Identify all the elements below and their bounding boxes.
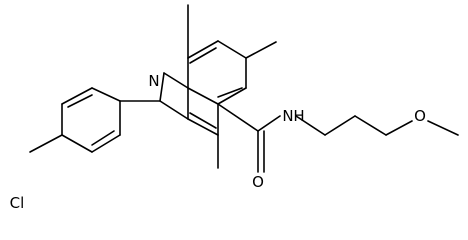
double-bond-line	[189, 47, 217, 64]
double-bond-line	[189, 112, 217, 129]
bond-line	[217, 40, 247, 59]
bond-line	[257, 115, 281, 132]
bond-line	[91, 87, 121, 102]
amide-nitrogen-label: N	[282, 107, 293, 125]
bond-line	[61, 87, 93, 105]
ring-nitrogen-label: N	[148, 72, 159, 90]
bond-line	[245, 41, 277, 59]
atom-label-layer: N N H O O Cl	[10, 72, 426, 212]
bond-line	[295, 115, 326, 136]
bond-layer	[29, 4, 459, 173]
bond-line	[61, 134, 93, 153]
bond-line	[29, 134, 63, 153]
bond-line	[163, 72, 189, 89]
chlorine-label: Cl	[10, 194, 25, 212]
bond-line	[159, 72, 165, 102]
bond-line	[91, 134, 121, 153]
bond-line	[159, 100, 189, 120]
double-bond-line	[91, 130, 115, 146]
bond-line	[217, 87, 247, 105]
double-bond-line	[217, 87, 243, 98]
double-bond-line	[67, 94, 93, 108]
bond-line	[385, 120, 413, 136]
carbonyl-oxygen-label: O	[252, 173, 264, 191]
molecule-structure: N N H O O Cl	[10, 4, 459, 212]
ether-oxygen-label: O	[414, 107, 426, 125]
bond-line	[324, 115, 356, 136]
bond-line	[187, 118, 219, 136]
structure-canvas: N N H O O Cl	[9, 4, 459, 212]
bond-line	[427, 120, 459, 136]
bond-line	[187, 40, 219, 59]
amide-hydrogen-label: H	[293, 107, 304, 125]
bond-line	[217, 103, 259, 132]
bond-line	[187, 87, 219, 105]
bond-line	[354, 115, 387, 136]
